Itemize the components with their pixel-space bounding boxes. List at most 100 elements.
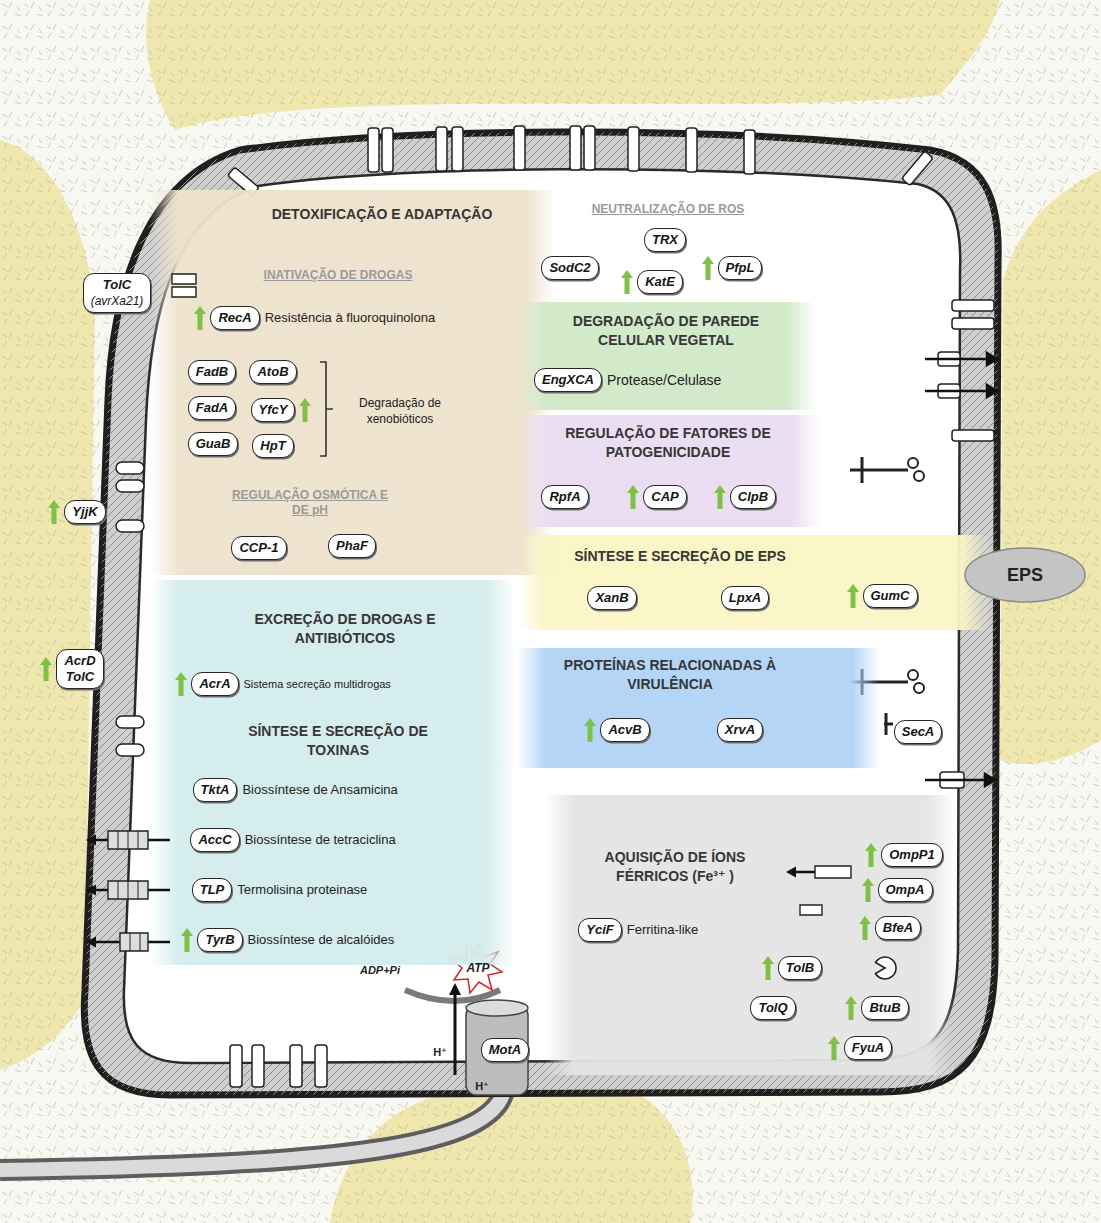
upregulation-arrow-shape bbox=[845, 996, 857, 1020]
protein-box: OmpA bbox=[878, 878, 933, 902]
upregulation-arrow bbox=[621, 270, 633, 294]
protein-name: AcrD TolC bbox=[64, 653, 95, 685]
upregulation-arrow bbox=[181, 928, 193, 952]
motor-cylinder bbox=[466, 1005, 528, 1095]
eps-ellipse: EPS bbox=[963, 546, 1087, 604]
protein-box: CCP-1 bbox=[231, 536, 286, 560]
upregulation-arrow bbox=[194, 306, 206, 330]
function-band: XanBLpxAGumCSÍNTESE E SECREÇÃO DE EPS bbox=[517, 535, 990, 630]
protein-name: LpxA bbox=[729, 590, 762, 606]
protein-name: AcrA bbox=[199, 676, 230, 692]
membrane-channel bbox=[436, 127, 447, 171]
ion-label: H⁺ bbox=[475, 1078, 489, 1094]
adhesin-head bbox=[914, 471, 924, 481]
protein-name: AccC bbox=[198, 832, 231, 848]
function-label: Termolisina proteinase bbox=[237, 882, 367, 898]
upregulation-arrow-shape bbox=[847, 584, 859, 608]
function-label: Sistema secreção multidrogas bbox=[244, 676, 391, 692]
upregulation-arrow-shape bbox=[299, 398, 311, 422]
upregulation-arrow-shape bbox=[862, 878, 874, 902]
protein-box: TyrB bbox=[197, 928, 242, 952]
upregulation-arrow-shape bbox=[714, 485, 726, 509]
membrane-pore bbox=[116, 462, 144, 474]
protein-name: OmpP1 bbox=[889, 847, 935, 863]
motor-top bbox=[466, 1000, 528, 1016]
band-heading: SÍNTESE E SECREÇÃO DE EPS bbox=[520, 547, 840, 566]
upregulation-arrow-shape bbox=[621, 270, 633, 294]
upregulation-arrow-shape bbox=[175, 672, 187, 696]
protein-box: BtuB bbox=[861, 996, 908, 1020]
function-label: Ferritina-like bbox=[627, 922, 699, 938]
protein-name: HpT bbox=[260, 438, 285, 454]
upregulation-arrow bbox=[714, 485, 726, 509]
protein-name: GumC bbox=[871, 588, 910, 604]
band-heading: REGULAÇÃO DE FATORES DE PATOGENICIDADE bbox=[538, 424, 798, 462]
upregulation-arrow bbox=[48, 500, 60, 524]
protein-box: KatE bbox=[637, 270, 683, 294]
protein-box: OmpP1 bbox=[881, 843, 943, 867]
upregulation-arrow bbox=[762, 956, 774, 980]
protein-name: SodC2 bbox=[549, 260, 590, 276]
upregulation-arrow bbox=[865, 843, 877, 867]
membrane-channel bbox=[368, 128, 379, 172]
protein-box: EngXCA bbox=[534, 368, 602, 392]
protein-box: GumC bbox=[863, 584, 918, 608]
protein-box: RpfA bbox=[541, 485, 588, 509]
protein-name: TolB bbox=[786, 960, 814, 976]
secretion-stalk bbox=[884, 713, 893, 735]
arrow-head bbox=[987, 385, 997, 397]
upregulation-arrow bbox=[859, 916, 871, 940]
protein-box: TktA bbox=[193, 778, 238, 802]
protein-name: MotA bbox=[489, 1042, 522, 1058]
protein-box: AcrD TolC bbox=[56, 649, 103, 689]
export-arrow bbox=[94, 840, 170, 942]
upregulation-arrow-shape bbox=[865, 843, 877, 867]
protein-box: FyuA bbox=[844, 1036, 893, 1060]
membrane-channel bbox=[290, 1045, 302, 1087]
protein-box: YfcY bbox=[251, 398, 296, 422]
toxin-channel bbox=[108, 831, 148, 951]
upregulation-arrow bbox=[862, 878, 874, 902]
protein-box: FadA bbox=[188, 396, 237, 420]
function-band: OmpP1OmpABfeAYciFTolBTolQBtuBFyuAAQUISIÇ… bbox=[545, 795, 955, 1075]
membrane-channel bbox=[686, 128, 697, 172]
protein-box: RecA bbox=[210, 306, 259, 330]
membrane-channel bbox=[315, 1045, 327, 1087]
membrane-channel bbox=[952, 300, 994, 311]
upregulation-arrow bbox=[584, 718, 596, 742]
function-band: RpfA CAP ClpB REGULAÇÃO DE FATORES DE PATOG… bbox=[517, 415, 820, 527]
membrane-channel bbox=[584, 126, 595, 170]
protein-name: BfeA bbox=[883, 920, 913, 936]
band-heading: DETOXIFICAÇÃO E ADAPTAÇÃO bbox=[222, 205, 542, 224]
function-label: Resistência à fluoroquinolona bbox=[265, 310, 436, 326]
protein-box: TRX bbox=[644, 228, 686, 252]
iron-channel bbox=[800, 866, 851, 915]
ion-label: H⁺ bbox=[433, 1044, 447, 1060]
protein-name: FadB bbox=[196, 364, 229, 380]
protein-name: ClpB bbox=[738, 489, 768, 505]
reaction-label: ATP bbox=[466, 960, 489, 976]
protein-box: BfeA bbox=[875, 916, 921, 940]
membrane-channels bbox=[116, 126, 994, 1087]
protein-box: CAP bbox=[643, 485, 686, 509]
protein-box: LpxA bbox=[721, 586, 770, 610]
membrane-channel bbox=[452, 127, 463, 171]
protein-name: PhaF bbox=[336, 538, 368, 554]
upregulation-arrow-shape bbox=[859, 916, 871, 940]
export-arrow bbox=[925, 358, 990, 361]
membrane-channel bbox=[952, 430, 994, 441]
upregulation-arrow-shape bbox=[181, 928, 193, 952]
protein-box: AcvB bbox=[600, 718, 649, 742]
efflux-channel bbox=[172, 274, 196, 297]
band-heading: EXCREÇÃO DE DROGAS E ANTIBIÓTICOS bbox=[225, 610, 465, 648]
protein-name: (avrXa21) bbox=[91, 293, 144, 309]
function-band: RecAFadBAtoBFadAYfcYGuaBHpTCCP-1PhaFDETO… bbox=[150, 190, 555, 575]
band-heading: AQUISIÇÃO DE ÍONS FÉRRICOS (Fe³⁺ ) bbox=[570, 848, 780, 886]
upregulation-arrow bbox=[845, 996, 857, 1020]
protein-name: XrvA bbox=[725, 722, 755, 738]
group-bracket bbox=[320, 362, 333, 456]
membrane-channel bbox=[952, 318, 994, 329]
protein-box: AtoB bbox=[249, 360, 296, 384]
flagellar-motor bbox=[405, 944, 528, 1095]
